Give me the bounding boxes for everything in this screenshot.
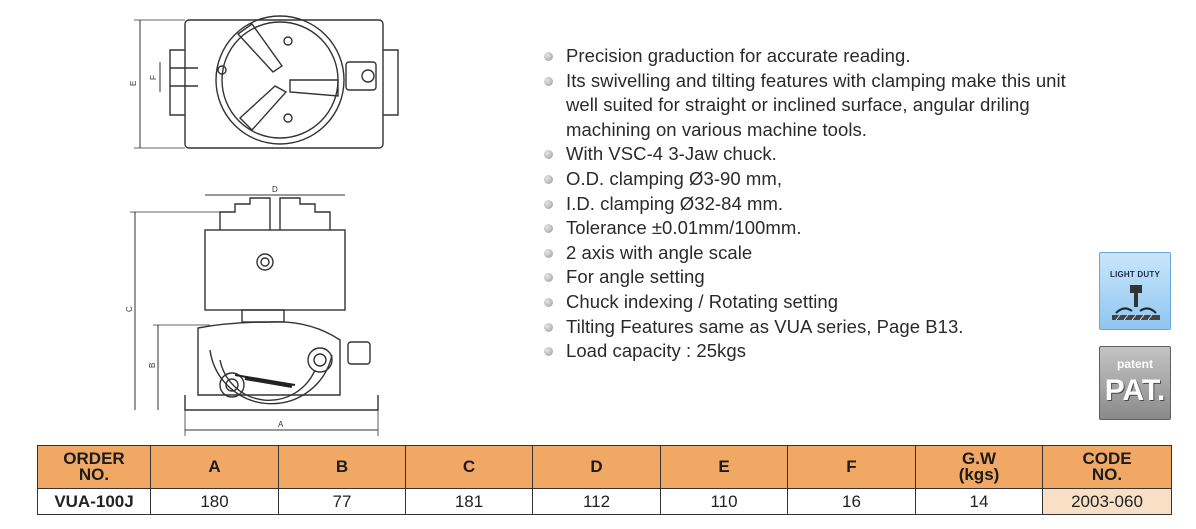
feature-item: Load capacity : 25kgs xyxy=(538,339,1098,364)
front-view-drawing xyxy=(130,194,379,436)
cell-gw: 14 xyxy=(915,488,1043,515)
cell-a: 180 xyxy=(150,488,279,515)
header-e: E xyxy=(660,445,788,489)
feature-item: O.D. clamping Ø3-90 mm, xyxy=(538,167,1098,192)
label-a: A xyxy=(278,420,284,429)
header-b: B xyxy=(278,445,406,489)
angle-scale-marks xyxy=(234,374,296,388)
cell-e: 110 xyxy=(660,488,788,515)
feature-item: Chuck indexing / Rotating setting xyxy=(538,290,1098,315)
header-a: A xyxy=(150,445,279,489)
cell-code-no: 2003-060 xyxy=(1042,488,1172,515)
feature-item: Its swivelling and tilting features with… xyxy=(538,69,1098,143)
feature-item: I.D. clamping Ø32-84 mm. xyxy=(538,192,1098,217)
label-e: E xyxy=(129,81,138,86)
cell-f: 16 xyxy=(787,488,916,515)
feature-item: For angle setting xyxy=(538,265,1098,290)
feature-item: 2 axis with angle scale xyxy=(538,241,1098,266)
feature-item: Precision graduction for accurate readin… xyxy=(538,44,1098,69)
light-duty-label: LIGHT DUTY xyxy=(1110,270,1160,279)
patent-small-text: patent xyxy=(1117,357,1153,371)
header-gw: G.W(kgs) xyxy=(915,445,1043,489)
cell-order-no: VUA-100J xyxy=(37,488,151,515)
drill-icon xyxy=(1112,285,1160,321)
feature-item: Tilting Features same as VUA series, Pag… xyxy=(538,315,1098,340)
patent-big-text: PAT. xyxy=(1104,374,1166,407)
header-c: C xyxy=(405,445,533,489)
cell-d: 112 xyxy=(532,488,661,515)
top-view-drawing xyxy=(134,15,399,149)
technical-drawings: E F D C B A xyxy=(125,15,399,436)
header-f: F xyxy=(787,445,916,489)
feature-list: Precision graduction for accurate readin… xyxy=(538,44,1098,364)
label-b: B xyxy=(148,363,157,368)
label-f: F xyxy=(149,75,158,80)
table-row: VUA-100J 180 77 181 112 110 16 14 2003-0… xyxy=(37,488,1172,515)
feature-item: With VSC-4 3-Jaw chuck. xyxy=(538,142,1098,167)
header-d: D xyxy=(532,445,661,489)
cell-b: 77 xyxy=(278,488,406,515)
label-c: C xyxy=(125,306,134,312)
cell-c: 181 xyxy=(405,488,533,515)
feature-item: Tolerance ±0.01mm/100mm. xyxy=(538,216,1098,241)
label-d: D xyxy=(272,185,278,194)
patent-badge: patent PAT. xyxy=(1099,346,1171,420)
light-duty-badge: LIGHT DUTY xyxy=(1099,252,1171,330)
